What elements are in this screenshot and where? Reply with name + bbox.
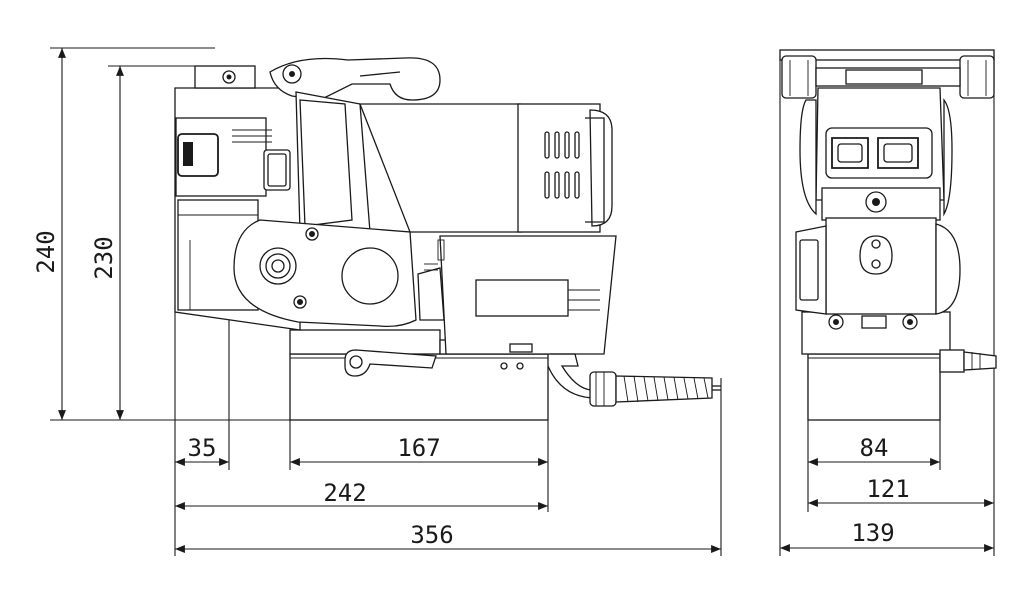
dim-label-84: 84 bbox=[860, 434, 889, 462]
belt-cover bbox=[233, 219, 417, 328]
dim-label-121: 121 bbox=[866, 475, 909, 503]
side-view-machine bbox=[779, 49, 997, 421]
dim-label-167: 167 bbox=[397, 434, 440, 462]
dimension-lines bbox=[50, 47, 995, 556]
dim-label-230: 230 bbox=[90, 236, 118, 279]
dim-label-35: 35 bbox=[188, 434, 217, 462]
dim-label-356: 356 bbox=[410, 521, 453, 549]
motor-vents bbox=[544, 131, 580, 199]
front-view-machine bbox=[174, 57, 721, 421]
dim-label-139: 139 bbox=[851, 519, 894, 547]
magnet-lever bbox=[344, 349, 437, 377]
dim-label-240: 240 bbox=[32, 230, 60, 273]
magnet-base-side bbox=[807, 353, 941, 421]
control-box bbox=[439, 235, 617, 355]
power-cable bbox=[589, 371, 721, 407]
carry-handle bbox=[269, 57, 441, 101]
dim-label-242: 242 bbox=[323, 479, 366, 507]
dimension-labels: 240 230 35 167 242 356 84 121 139 bbox=[32, 230, 910, 549]
